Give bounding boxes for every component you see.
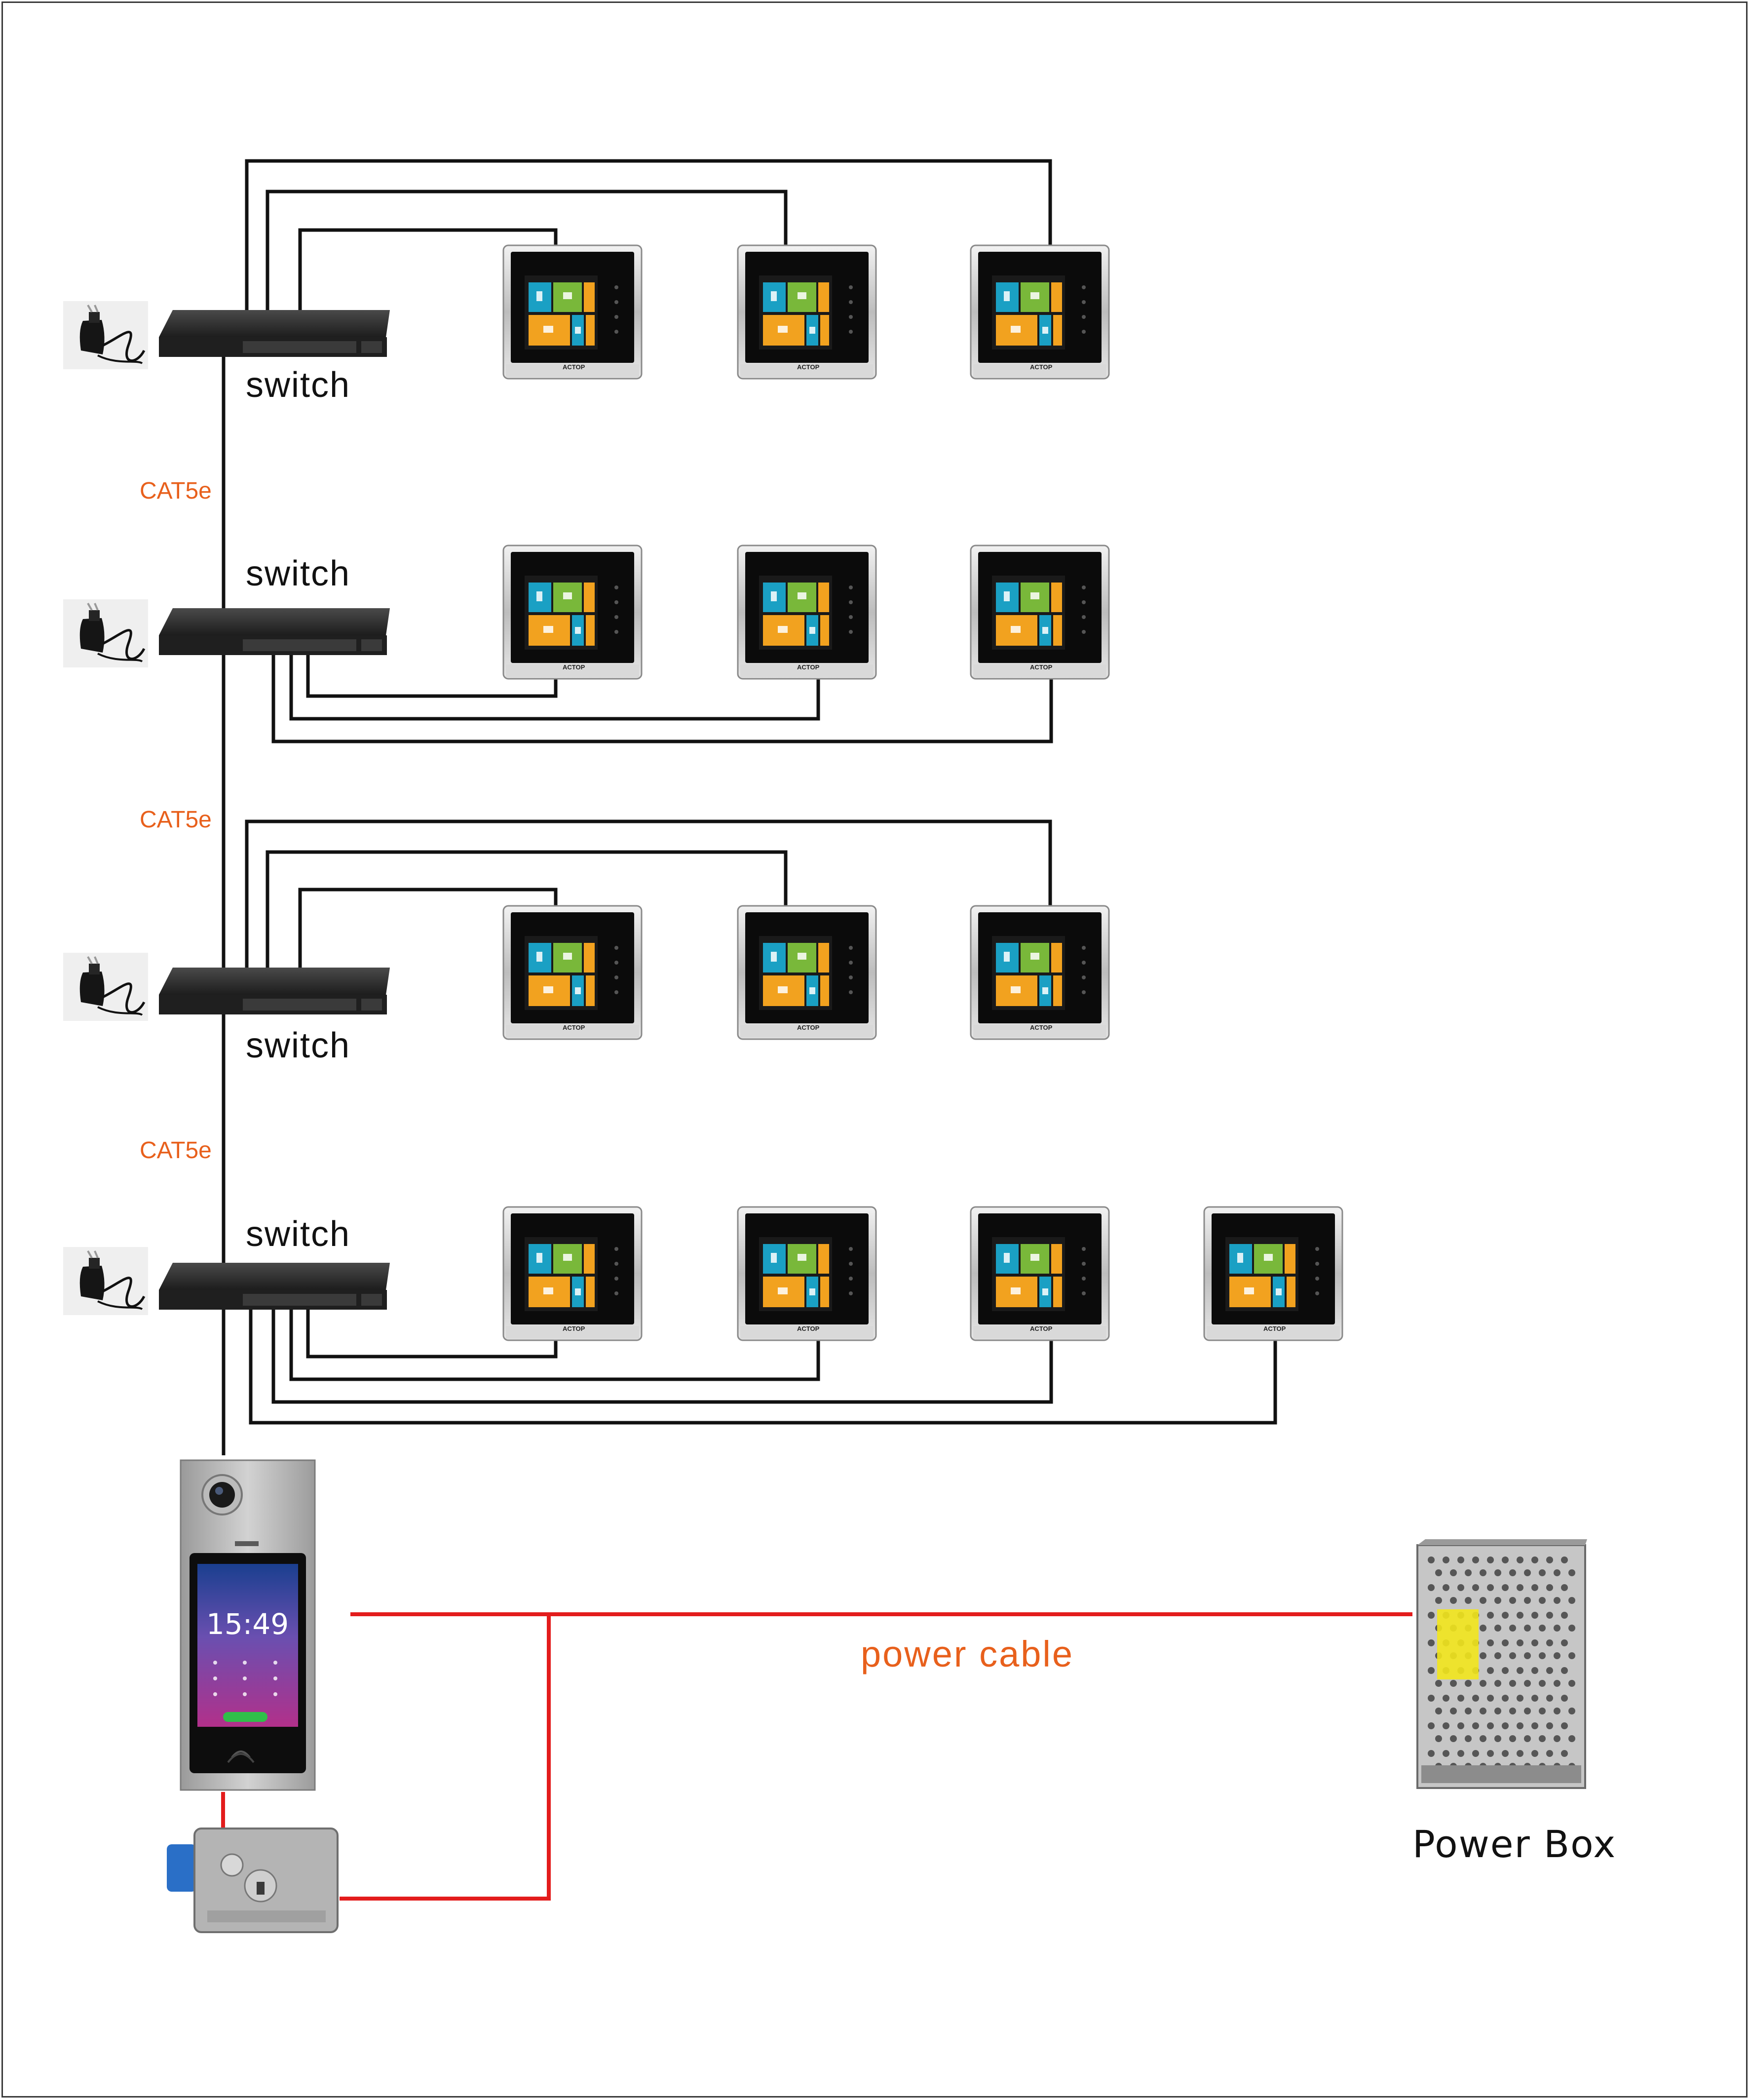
indoor-monitor-icon: ACTOP — [1203, 1206, 1343, 1341]
svg-text:ACTOP: ACTOP — [797, 1024, 820, 1031]
power-adapter-icon — [63, 1247, 148, 1315]
network-switch-icon — [159, 310, 390, 357]
svg-text:ACTOP: ACTOP — [563, 1325, 585, 1332]
svg-text:ACTOP: ACTOP — [1030, 663, 1053, 671]
row-1: switch ACTOP ACTOP ACTOP — [63, 244, 1110, 405]
indoor-monitor-icon: ACTOP — [970, 905, 1110, 1040]
svg-text:ACTOP: ACTOP — [797, 1325, 820, 1332]
indoor-monitor-icon: ACTOP — [502, 905, 643, 1040]
switch-label: switch — [246, 1026, 350, 1065]
switch-label: switch — [246, 1214, 350, 1254]
svg-text:ACTOP: ACTOP — [563, 663, 585, 671]
panel-clock: 15:49 — [206, 1607, 289, 1641]
svg-text:ACTOP: ACTOP — [1263, 1325, 1286, 1332]
svg-text:ACTOP: ACTOP — [1030, 1024, 1053, 1031]
switch-label: switch — [246, 554, 350, 593]
network-switch-icon — [159, 608, 390, 655]
network-switch-icon — [159, 968, 390, 1014]
network-switch-icon — [159, 1263, 390, 1310]
row-2: switch ACTOP ACTOP ACTOP — [63, 544, 1110, 680]
svg-text:ACTOP: ACTOP — [563, 363, 585, 371]
indoor-monitor-icon: ACTOP — [970, 244, 1110, 380]
power-cable-lock — [340, 1614, 551, 1901]
svg-text:ACTOP: ACTOP — [1030, 1325, 1053, 1332]
indoor-monitor-icon: ACTOP — [502, 1206, 643, 1341]
indoor-monitor-icon: ACTOP — [502, 544, 643, 680]
power-adapter-icon — [63, 953, 148, 1021]
power-adapter-icon — [63, 599, 148, 667]
svg-text:ACTOP: ACTOP — [1030, 363, 1053, 371]
electric-lock-icon — [167, 1828, 339, 1933]
power-cables — [221, 1612, 1412, 1901]
cable-label: CAT5e — [140, 1137, 212, 1164]
door-station-icon: 15:49 — [180, 1459, 316, 1791]
indoor-monitor-icon: ACTOP — [737, 544, 877, 680]
cable-label: CAT5e — [140, 478, 212, 504]
indoor-monitor-icon: ACTOP — [502, 244, 643, 380]
row-4: switch ACTOP ACTOP ACTOP ACTOP — [63, 1206, 1343, 1341]
row-3: switch ACTOP ACTOP ACTOP — [63, 905, 1110, 1065]
indoor-monitor-icon: ACTOP — [737, 1206, 877, 1341]
svg-text:ACTOP: ACTOP — [563, 1024, 585, 1031]
svg-text:ACTOP: ACTOP — [797, 363, 820, 371]
indoor-monitor-icon: ACTOP — [970, 544, 1110, 680]
indoor-monitor-icon: ACTOP — [737, 244, 877, 380]
power-cable-label: power cable — [861, 1633, 1074, 1674]
svg-text:ACTOP: ACTOP — [797, 663, 820, 671]
indoor-monitor-icon: ACTOP — [737, 905, 877, 1040]
indoor-monitor-icon: ACTOP — [970, 1206, 1110, 1341]
cable-label: CAT5e — [140, 807, 212, 833]
power-box-label: Power Box — [1412, 1822, 1616, 1866]
power-supply-icon — [1416, 1539, 1587, 1789]
power-adapter-icon — [63, 301, 148, 369]
switch-label: switch — [246, 365, 350, 405]
